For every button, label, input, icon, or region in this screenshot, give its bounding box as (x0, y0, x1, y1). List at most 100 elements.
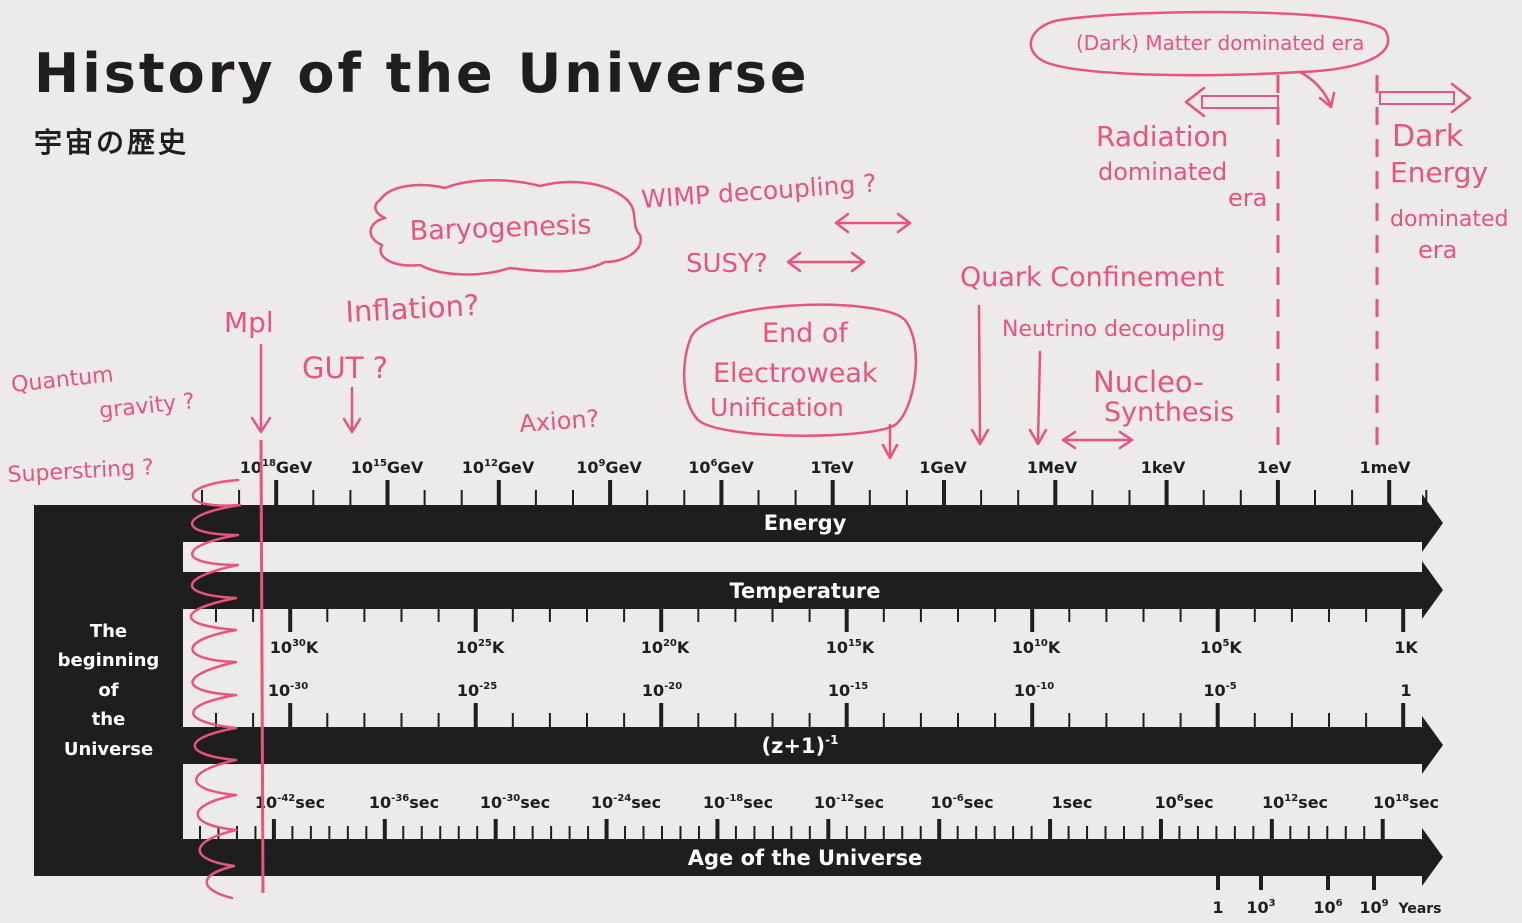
nucleo-arrowhead-right (1118, 430, 1134, 450)
age-tick-label-exponent: 18 (1395, 792, 1410, 804)
redshift-tick-label: 10-20 (642, 681, 682, 700)
temperature-tick-label-exponent: 5 (1222, 637, 1230, 649)
darkenergy-era-arrow-body (1379, 91, 1455, 105)
age-tick-label-base: 10 (1372, 793, 1396, 812)
redshift-tick-label-exponent: -5 (1225, 680, 1237, 692)
temperature-tick-label-base: 10 (1011, 638, 1034, 657)
radiation-era-arrow-body (1201, 95, 1279, 109)
quark-arrow (977, 304, 982, 444)
energy-tick-label: 1TeV (810, 458, 853, 477)
axion-label: Axion? (518, 404, 600, 438)
age-tick-label-base: 10 (368, 793, 392, 812)
age-tick-label: 10-18sec (703, 793, 773, 812)
age-tick-label-base: 10 (254, 793, 278, 812)
age-tick-label: 106sec (1154, 793, 1213, 812)
age-tick-label: 10-42sec (255, 793, 325, 812)
temperature-tick-label-exponent: 25 (477, 637, 492, 649)
age-tick-label-exponent: 12 (1284, 792, 1299, 804)
redshift-tick-label-base: 1 (1400, 681, 1412, 700)
energy-tick-label: 1eV (1257, 458, 1291, 477)
age-tick-label-base: 1sec (1051, 793, 1093, 812)
inflation-label: Inflation? (345, 288, 481, 329)
redshift-tick-label-exponent: -15 (850, 680, 869, 692)
year-tick-label-exponent: 6 (1335, 897, 1343, 909)
redshift-tick-label-exponent: -30 (290, 680, 309, 692)
neutrino-arrow (1036, 350, 1042, 444)
age-tick-label-unit: sec (1298, 793, 1329, 812)
nucleo-arrowhead-left (1061, 430, 1077, 450)
age-tick-label-unit: sec (1183, 793, 1214, 812)
temperature-tick-label-base: 10 (1200, 638, 1223, 657)
year-tick-label: 103 (1246, 898, 1275, 917)
age-tick-label: 1012sec (1262, 793, 1328, 812)
temperature-tick-label-base: 10 (825, 638, 848, 657)
energy-tick-label-exponent: 6 (710, 457, 718, 469)
age-tick-label-base: 10 (930, 793, 953, 812)
superstring-label: Superstring ? (7, 455, 154, 488)
age-tick-label-exponent: 6 (1176, 792, 1184, 804)
age-tick-label-unit: sec (409, 793, 440, 812)
gut-label: GUT ? (302, 351, 388, 385)
age-tick-label: 1018sec (1373, 793, 1439, 812)
redshift-tick-label-base: 10 (641, 681, 665, 700)
redshift-band (183, 716, 1443, 774)
energy-tick-label-base: 10 (688, 458, 711, 477)
matter-era-pointer-head (1318, 91, 1336, 109)
temperature-tick-label: 1015K (826, 638, 875, 657)
temperature-tick-label-base: 1K (1394, 638, 1418, 657)
year-tick-label-base: 10 (1313, 898, 1336, 917)
electroweak-label-1: End of (762, 318, 849, 349)
energy-tick-label-base: 1eV (1256, 458, 1292, 477)
age-tick-label-exponent: -42 (277, 792, 296, 804)
darkenergy-era-label-3: dominated (1390, 207, 1509, 232)
redshift-tick-label-base: 10 (456, 681, 480, 700)
energy-tick-label-base: 1MeV (1026, 458, 1078, 477)
age-tick-label: 1sec (1052, 793, 1093, 812)
electroweak-bubble (682, 303, 918, 437)
temperature-tick-label: 1010K (1012, 638, 1061, 657)
age-tick-label: 10-6sec (930, 793, 993, 812)
energy-band-label: Energy (764, 511, 847, 535)
temperature-tick-label-base: 10 (640, 638, 663, 657)
age-tick-label-exponent: -36 (391, 792, 410, 804)
susy-arrowhead-left (786, 251, 802, 273)
year-tick-label: 109 (1359, 898, 1388, 917)
temperature-tick-label-unit: K (1047, 638, 1061, 657)
energy-tick-label-exponent: 9 (598, 457, 606, 469)
temperature-band (183, 561, 1443, 619)
energy-tick-label-exponent: 18 (261, 457, 276, 469)
matter-era-label: (Dark) Matter dominated era (1076, 31, 1364, 55)
susy-arrowhead-right (850, 251, 866, 273)
energy-tick-label: 1keV (1141, 458, 1186, 477)
electroweak-label-3: Unification (710, 393, 844, 422)
energy-tick-label: 109GeV (576, 458, 642, 477)
energy-tick-label-base: 10 (461, 458, 484, 477)
quark-confinement-label: Quark Confinement (960, 262, 1224, 293)
years-label: Years (1398, 901, 1442, 917)
electroweak-label-2: Electroweak (713, 358, 878, 389)
energy-tick-label: 1015GeV (351, 458, 424, 477)
redshift-base: (z+1) (762, 734, 826, 758)
energy-tick-label: 1meV (1359, 458, 1410, 477)
age-tick-label-base: 10 (590, 793, 614, 812)
year-tick-label: 1 (1212, 898, 1223, 917)
temperature-tick-label-base: 10 (455, 638, 478, 657)
year-tick-marks (1216, 876, 1376, 890)
planck-line (259, 439, 265, 894)
mpl-label: Mpl (224, 306, 274, 339)
neutrino-decoupling-label: Neutrino decoupling (1002, 317, 1225, 342)
quantum-gravity-label-1: Quantum (10, 362, 115, 398)
mpl-arrowhead (250, 416, 272, 434)
energy-band (183, 494, 1443, 552)
age-tick-label: 10-30sec (480, 793, 550, 812)
beginning-of-universe-box: The beginning of the Universe (34, 505, 183, 876)
age-band-label: Age of the Universe (688, 846, 923, 870)
temperature-tick-label-exponent: 30 (291, 637, 306, 649)
page-title: History of the Universe (34, 42, 810, 105)
redshift-tick-label-exponent: -25 (479, 680, 498, 692)
age-tick-label-unit: sec (295, 793, 326, 812)
energy-tick-label: 1GeV (919, 458, 967, 477)
wimp-label: WIMP decoupling ? (640, 169, 877, 214)
quark-arrowhead (970, 428, 990, 446)
